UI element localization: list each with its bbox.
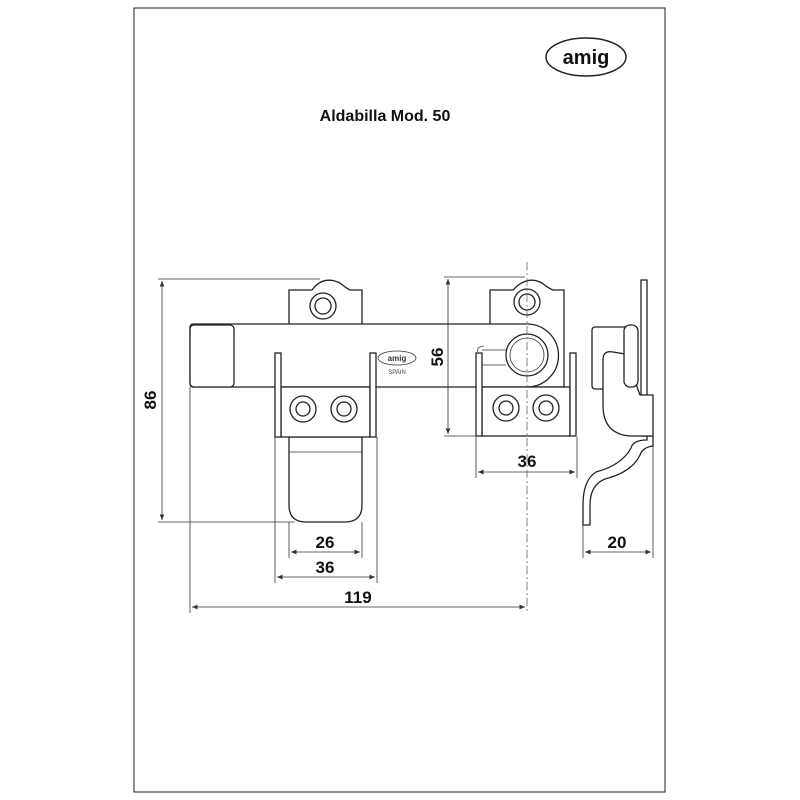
svg-text:36: 36 [518,452,537,471]
page-border [133,7,666,793]
pivot-pin [477,345,506,366]
svg-text:36: 36 [316,558,335,577]
dimension-56: 56 [428,279,451,434]
bar-logo: amig SPAIN [377,350,417,376]
dimension-36-right: 36 [478,452,575,475]
svg-text:119: 119 [344,588,371,607]
right-staple [475,352,577,437]
svg-text:SPAIN: SPAIN [388,370,406,376]
drawing-title: Aldabilla Mod. 50 [320,108,451,125]
dimension-86: 86 [141,281,165,520]
svg-text:86: 86 [141,391,160,410]
dimension-26: 26 [291,533,360,555]
svg-text:amig: amig [563,47,610,69]
dimension-20: 20 [585,533,651,555]
svg-text:amig: amig [388,354,407,363]
latch-tongue [288,436,363,523]
side-view [582,279,654,526]
dimension-36-left: 36 [277,558,375,580]
left-staple [274,352,377,523]
amig-logo: amig [545,37,627,77]
svg-text:26: 26 [316,533,335,552]
svg-text:56: 56 [428,348,447,367]
bar-end-cap [189,324,235,388]
svg-text:20: 20 [608,533,627,552]
screw-hole-inner [314,297,332,315]
dimension-119: 119 [192,588,525,610]
extension-lines [158,276,654,613]
